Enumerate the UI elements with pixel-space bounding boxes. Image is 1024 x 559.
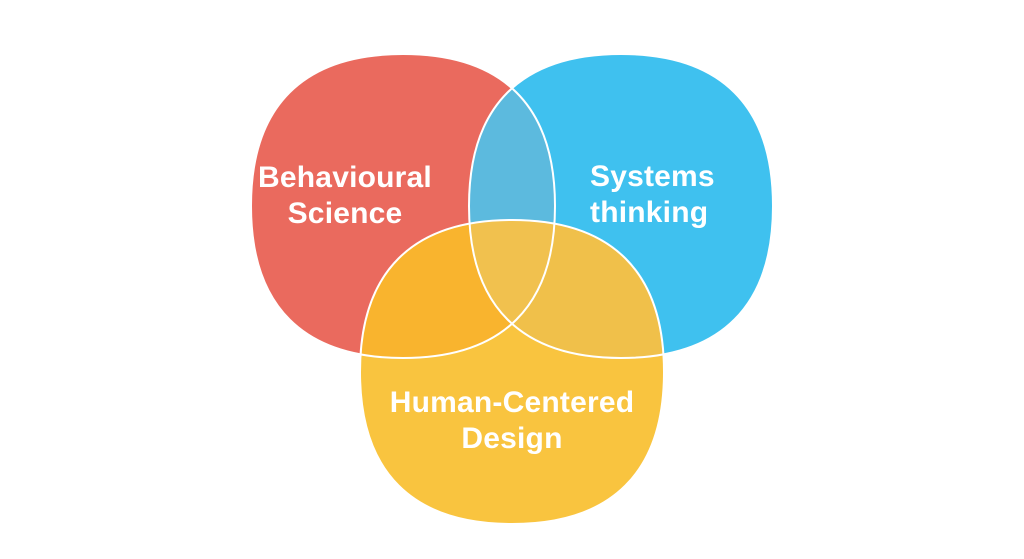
label-line: Systems <box>590 160 715 193</box>
systems-thinking-label: Systems thinking <box>590 159 715 231</box>
label-line: Behavioural <box>258 161 432 194</box>
systems-human-overlap <box>469 220 664 358</box>
label-line: Design <box>461 422 563 455</box>
human-centered-design-label: Human-Centered Design <box>382 385 642 457</box>
behavioural-science-outline <box>249 52 557 360</box>
label-line: thinking <box>590 196 709 229</box>
label-line: Science <box>287 197 403 230</box>
behavioural-human-overlap <box>360 220 555 358</box>
behavioural-science-label: Behavioural Science <box>225 160 465 232</box>
label-line: Human-Centered <box>389 386 635 419</box>
systems-thinking-outline <box>467 52 775 360</box>
human-centered-design-outline <box>358 218 666 526</box>
